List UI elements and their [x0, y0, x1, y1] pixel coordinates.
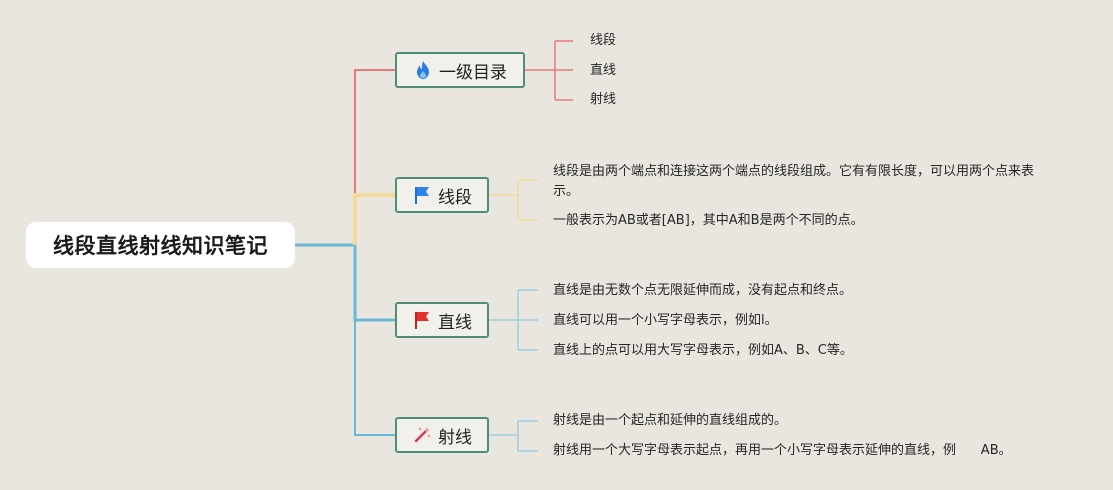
topic-title: 直线 — [438, 312, 472, 333]
leaf-item[interactable]: 一般表示为AB或者[AB]，其中A和B是两个不同的点。 — [553, 213, 864, 228]
topic-straight-line[interactable]: 直线 — [395, 302, 489, 338]
blue-flag-icon — [412, 185, 432, 205]
topic-title: 线段 — [438, 187, 472, 208]
leaf-item[interactable]: 线段 — [590, 33, 617, 48]
leaf-item[interactable]: 直线可以用一个小写字母表示，例如l。 — [553, 313, 778, 328]
leaf-item[interactable]: 射线 — [590, 92, 617, 107]
leaf-item[interactable]: 射线是由一个起点和延伸的直线组成的。 — [553, 413, 788, 428]
root-topic[interactable]: 线段直线射线知识笔记 — [26, 222, 295, 268]
topic-line-segment[interactable]: 线段 — [395, 177, 489, 213]
topic-ray[interactable]: 射线 — [395, 417, 489, 453]
leaf-item[interactable]: 线段是由两个端点和连接这两个端点的线段组成。它有有限长度，可以用两个点来表示。 — [553, 164, 1035, 199]
topic-table-of-contents[interactable]: 一级目录 — [395, 52, 525, 88]
magic-wand-icon — [412, 425, 432, 445]
leaf-item[interactable]: 射线用一个大写字母表示起点，再用一个小写字母表示延伸的直线，例 AB。 — [553, 443, 1012, 458]
red-flag-icon — [412, 310, 432, 330]
leaf-item[interactable]: 直线 — [590, 63, 617, 78]
leaf-item[interactable]: 直线是由无数个点无限延伸而成，没有起点和终点。 — [553, 283, 853, 298]
leaf-item[interactable]: 直线上的点可以用大写字母表示，例如A、B、C等。 — [553, 343, 853, 358]
topic-title: 射线 — [438, 427, 472, 448]
fire-icon — [413, 60, 433, 80]
root-title: 线段直线射线知识笔记 — [53, 234, 268, 258]
topic-title: 一级目录 — [439, 62, 507, 83]
